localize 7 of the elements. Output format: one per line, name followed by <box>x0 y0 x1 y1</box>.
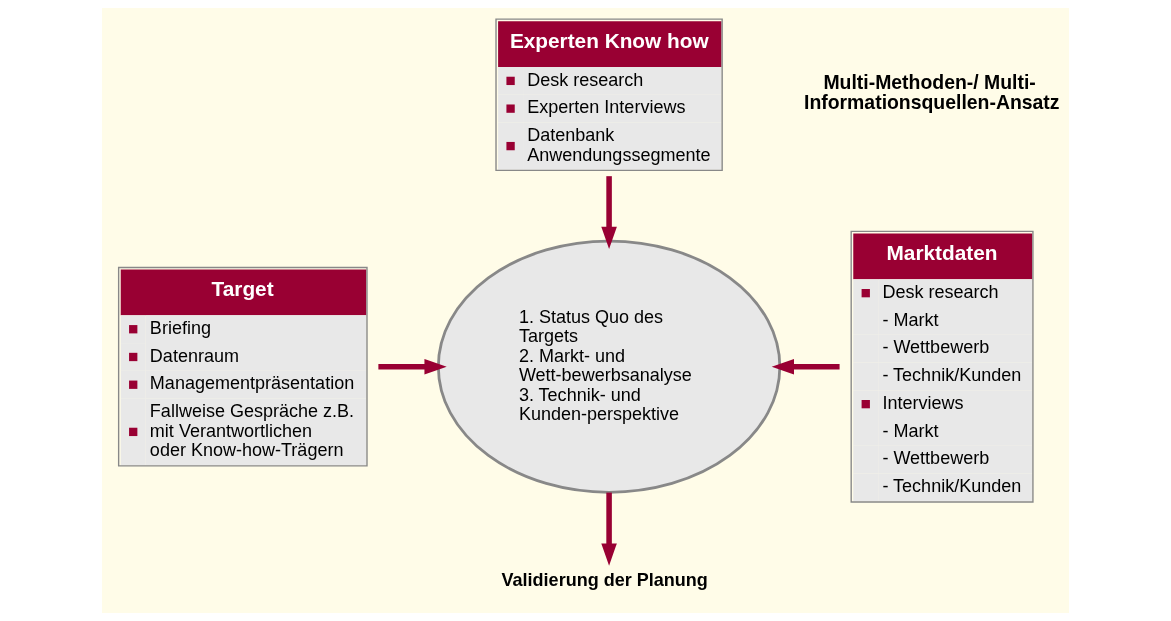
arrow <box>771 358 840 375</box>
arrow <box>601 176 617 250</box>
arrow <box>378 358 447 375</box>
arrow <box>601 492 617 566</box>
node-ellipse: 1. Status Quo des Targets 2. Markt- und Wett-bewerbsanalyse 3. Technik- und Kunden-perspektive <box>436 239 782 494</box>
node-text: Validierung der Planung <box>501 569 708 590</box>
label: Multi-Methoden-/ Multi-Informationsquellen-Ansatz <box>804 71 1060 113</box>
